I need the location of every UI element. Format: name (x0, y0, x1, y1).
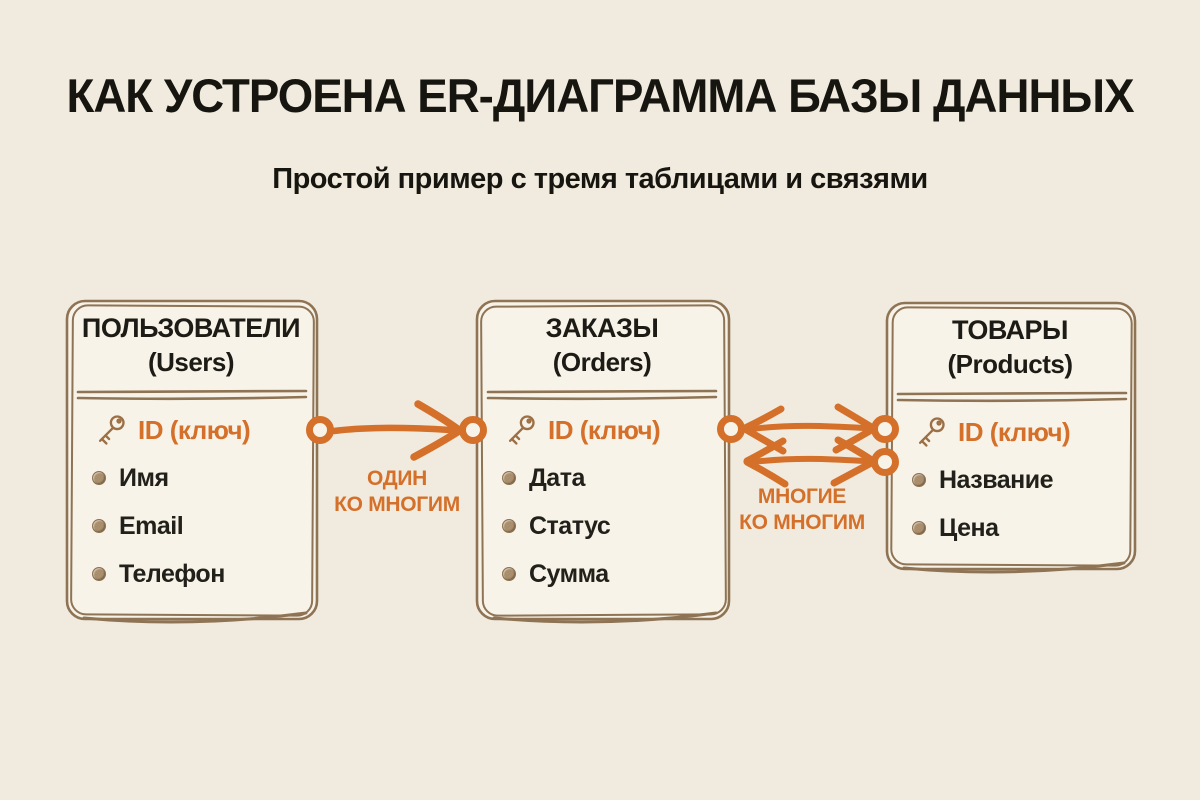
page-title: КАК УСТРОЕНА ER-ДИАГРАММА БАЗЫ ДАННЫХ (66, 69, 1134, 122)
connector-dot (459, 416, 487, 444)
table-users: ПОЛЬЗОВАТЕЛИ (Users) ID (ключ) Имя Email (62, 296, 320, 622)
field-label: Имя (119, 463, 169, 492)
field-row: Название (882, 456, 1138, 504)
field-label: ID (ключ) (138, 414, 251, 445)
field-list: ID (ключ) Дата Статус Сумма (472, 406, 732, 598)
table-header: ТОВАРЫ (Products) (882, 314, 1138, 380)
orders-table-border (475, 299, 731, 624)
field-bullet-icon (92, 519, 106, 533)
one-to-many-arrow (330, 400, 463, 461)
products-table-border (885, 301, 1137, 574)
users-table-border (65, 299, 319, 624)
table-name: ПОЛЬЗОВАТЕЛИ (81, 313, 301, 343)
connector-dot (871, 448, 899, 476)
connector-dot (306, 416, 334, 444)
field-label: ID (ключ) (548, 414, 661, 445)
many-to-many-label: МНОГИЕ КО МНОГИМ (705, 484, 899, 535)
field-bullet-icon (502, 519, 516, 533)
page-subtitle: Простой пример с тремя таблицами и связя… (272, 163, 928, 195)
field-bullet-icon (912, 521, 926, 535)
field-row-primary-key: ID (ключ) (62, 406, 320, 454)
key-icon (918, 417, 945, 447)
field-label: Email (119, 511, 184, 540)
field-label: Статус (529, 511, 611, 540)
field-row: Телефон (62, 550, 320, 598)
field-row-primary-key: ID (ключ) (882, 408, 1138, 456)
field-row-primary-key: ID (ключ) (472, 406, 732, 454)
field-label: Название (939, 465, 1054, 494)
key-icon (508, 415, 535, 445)
relationship-label-line: МНОГИЕ (757, 485, 847, 508)
field-row: Цена (882, 504, 1138, 552)
field-bullet-icon (92, 567, 106, 581)
connector-dot (871, 415, 899, 443)
relationship-label-line: КО МНОГИМ (334, 492, 460, 516)
field-row: Дата (472, 454, 732, 502)
field-label: Сумма (529, 559, 609, 588)
connector-dot (717, 415, 745, 443)
table-header: ЗАКАЗЫ (Orders) (472, 312, 732, 378)
field-row: Сумма (472, 550, 732, 598)
field-bullet-icon (912, 473, 926, 487)
connector-dots (306, 415, 899, 476)
relationship-label-line: КО МНОГИМ (739, 510, 865, 534)
field-label: Цена (939, 513, 999, 542)
field-list: ID (ключ) Название Цена (882, 408, 1138, 552)
one-to-many-label: ОДИН КО МНОГИМ (300, 466, 494, 517)
table-orders: ЗАКАЗЫ (Orders) ID (ключ) Дата Статус (472, 296, 732, 622)
field-label: ID (ключ) (958, 416, 1071, 447)
table-header: ПОЛЬЗОВАТЕЛИ (Users) (62, 312, 320, 378)
field-label: Телефон (119, 559, 225, 588)
field-list: ID (ключ) Имя Email Телефон (62, 406, 320, 598)
table-name: ТОВАРЫ (952, 315, 1068, 345)
field-bullet-icon (502, 567, 516, 581)
table-name: ЗАКАЗЫ (545, 313, 659, 343)
table-en-name: (Orders) (552, 346, 652, 377)
field-row: Имя (62, 454, 320, 502)
table-products: ТОВАРЫ (Products) ID (ключ) Название Цен… (882, 298, 1138, 570)
field-bullet-icon (92, 471, 106, 485)
field-row: Статус (472, 502, 732, 550)
relationship-label-line: ОДИН (366, 467, 428, 490)
field-label: Дата (529, 463, 585, 492)
key-icon (98, 415, 125, 445)
many-to-many-arrows (741, 403, 877, 488)
table-en-name: (Products) (947, 348, 1074, 379)
table-en-name: (Users) (147, 346, 235, 377)
field-bullet-icon (502, 471, 516, 485)
field-row: Email (62, 502, 320, 550)
